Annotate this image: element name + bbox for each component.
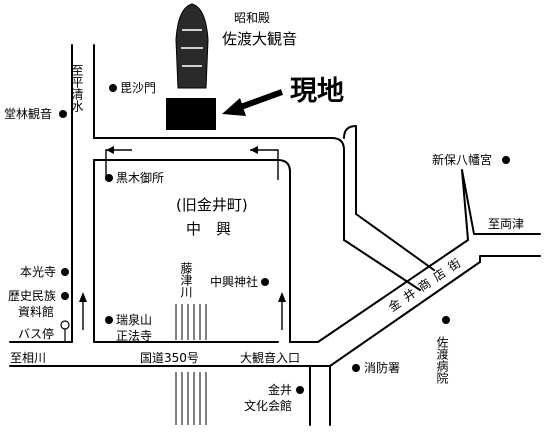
arrow-head-east (250, 146, 258, 154)
daikannon-statue-icon (175, 3, 209, 89)
arrow-head-west (106, 146, 114, 154)
label-kuroki-gosho: 黒木御所 (116, 170, 164, 185)
label-bus-stop: バス停 (18, 326, 54, 341)
label-route-350: 国道350号 (140, 351, 199, 365)
dot-kanai-hall (296, 386, 304, 394)
arrow-head-north-left (79, 292, 87, 302)
dot-zuisenzan (105, 316, 113, 324)
label-sado-hospital: 佐渡病院 (435, 336, 449, 384)
label-museum-line2: 資料館 (18, 304, 54, 319)
label-zuisenzan-line1: 瑞泉山 (116, 313, 152, 327)
label-bishamon: 毘沙門 (120, 81, 156, 95)
current-location-arrow-icon (222, 89, 284, 116)
road-north (93, 137, 345, 343)
dot-kuroki-gosho (105, 174, 113, 182)
direction-arrows (79, 146, 286, 330)
label-to-aikawa: 至相川 (10, 351, 46, 365)
label-nakaoki-shrine: 中興神社 (210, 274, 258, 289)
dot-sado-hospital (442, 316, 450, 324)
road-route-350 (9, 341, 331, 367)
label-kanai-hall-line1: 金井 (268, 382, 292, 397)
label-river: 藤津川 (179, 262, 193, 298)
current-location-marker (166, 98, 216, 130)
label-kanai-hall-line2: 文化会館 (244, 398, 292, 413)
label-to-hirashimizu: 至平清水 (70, 64, 84, 112)
dot-dorin-kannon (59, 110, 67, 118)
dot-shinbo-hachiman (502, 156, 510, 164)
label-dorin-kannon: 堂林観音 (4, 106, 52, 121)
svg-text:藤津川: 藤津川 (179, 262, 193, 298)
road-left-closure (343, 197, 357, 241)
label-honkoji: 本光寺 (20, 265, 56, 279)
svg-text:至平清水: 至平清水 (70, 64, 84, 112)
statue-name-line1: 昭和殿 (234, 11, 270, 25)
dot-fire-station (352, 364, 360, 372)
bus-stop-icon (60, 320, 70, 342)
road-ryotsu (461, 169, 541, 263)
current-location-label: 現地 (290, 76, 344, 107)
dot-museum (61, 292, 69, 300)
road-network (9, 44, 541, 426)
district-former-name: (旧金井町) (176, 196, 248, 214)
road-north-east (343, 125, 357, 199)
road-south (309, 213, 435, 426)
label-to-ryotsu: 至両津 (488, 217, 524, 231)
label-daikannon-entrance: 大観音入口 (240, 350, 300, 365)
dot-honkoji (61, 268, 69, 276)
label-museum-line1: 歴史民族 (8, 289, 56, 303)
statue-name-line2: 佐渡大観音 (222, 30, 297, 48)
label-zuisenzan-line2: 正法寺 (116, 329, 152, 343)
dot-bishamon (109, 84, 117, 92)
road-inner-block (93, 159, 279, 343)
svg-text:佐渡病院: 佐渡病院 (435, 336, 449, 384)
road-shopping-street (289, 239, 481, 367)
district-name: 中 興 (186, 220, 231, 238)
river-fujitsu (175, 304, 207, 425)
arrow-east-loop (250, 149, 279, 180)
label-fire-station: 消防署 (364, 360, 400, 375)
landmark-dots (59, 84, 510, 394)
label-shinbo-hachiman: 新保八幡宮 (432, 152, 492, 167)
arrow-head-north-right (278, 292, 286, 302)
road-hirashimizu (71, 44, 95, 343)
dot-nakaoki-shrine (261, 278, 269, 286)
label-shopping-street: 金井商店街 (385, 252, 468, 315)
